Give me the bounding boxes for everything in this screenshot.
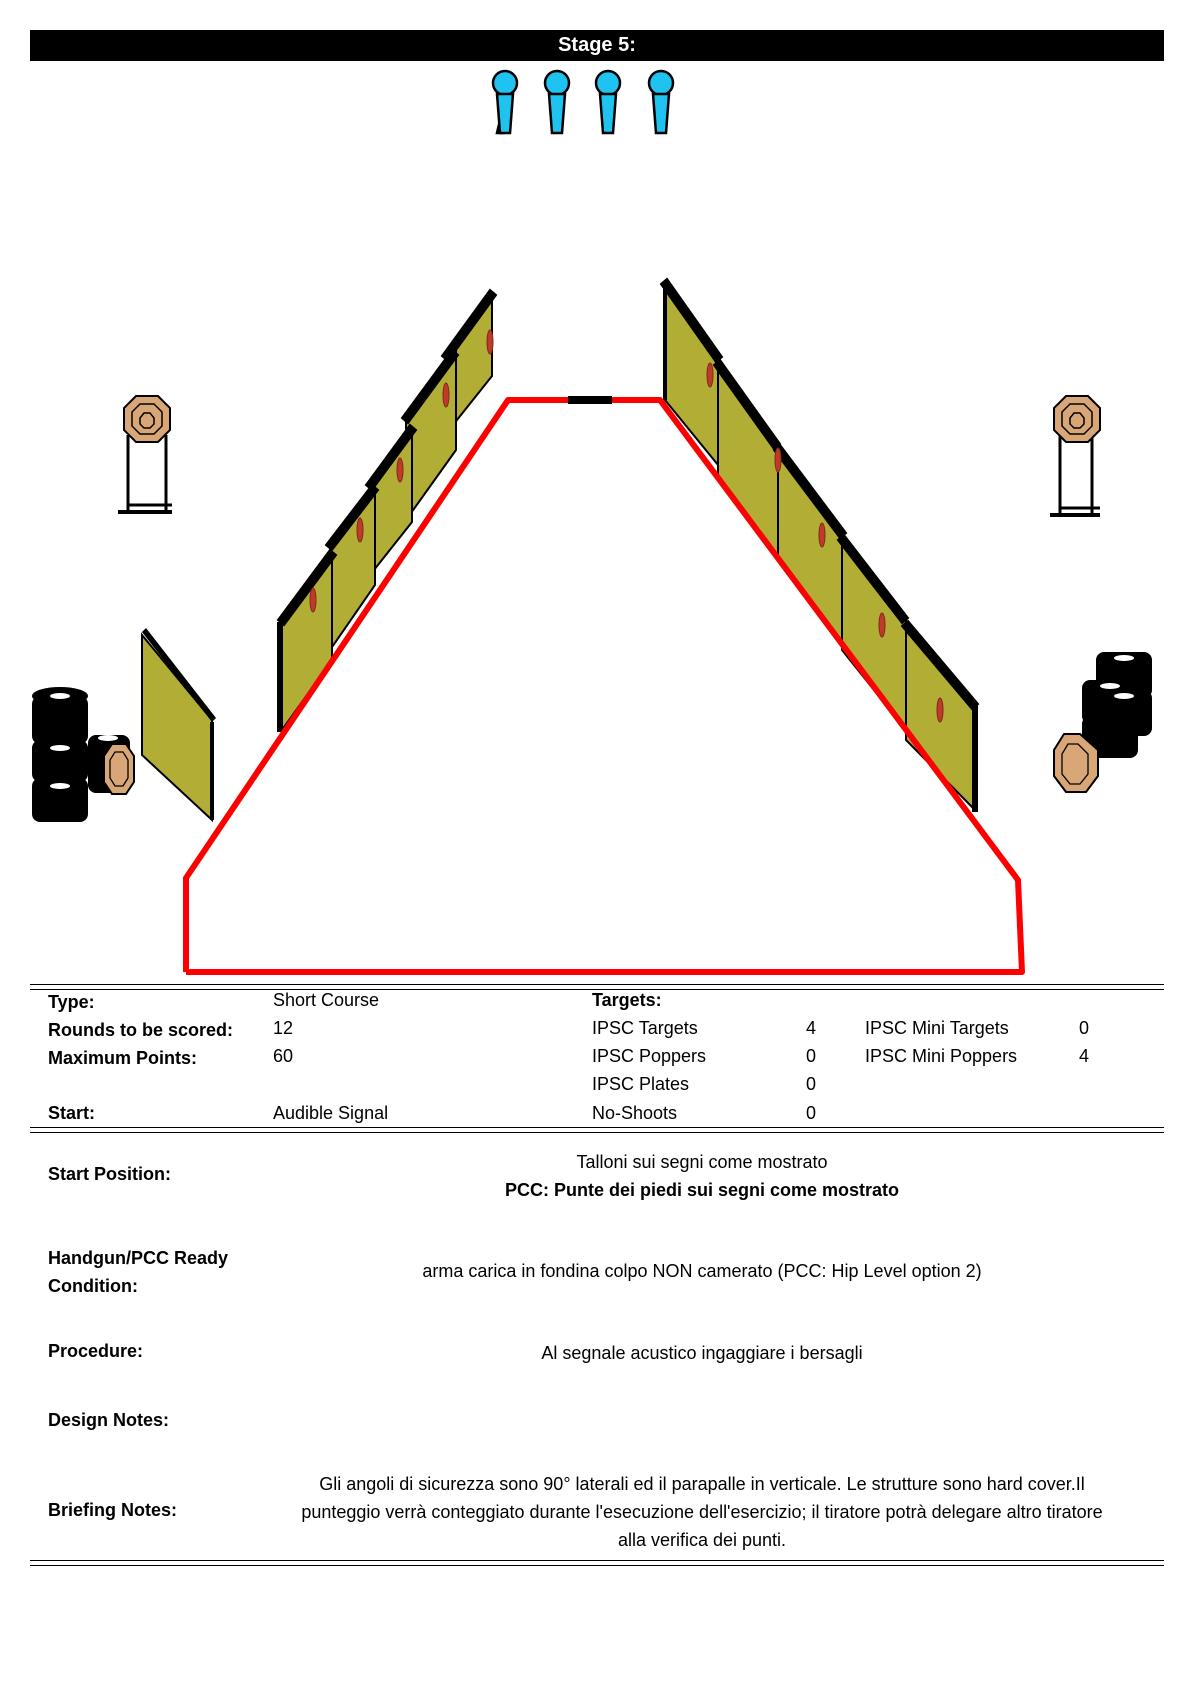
wall-left-single: [141, 628, 216, 823]
ready-condition-text: arma carica in fondina colpo NON camerat…: [422, 1261, 982, 1281]
start-label: Start:: [48, 1103, 96, 1123]
targets-poppers-value: 0: [806, 1046, 817, 1066]
wall-left-series: [276, 288, 498, 734]
briefing-notes-text: Gli angoli di sicurezza sono 90° lateral…: [301, 1474, 1103, 1550]
mini-poppers-label: IPSC Mini Poppers: [865, 1046, 1018, 1066]
targets-ipsc-label: IPSC Targets: [592, 1018, 698, 1038]
barrel-stack-right: [1082, 652, 1152, 758]
mini-popper-icon: [491, 69, 519, 135]
points-value: 60: [273, 1046, 294, 1066]
rounds-label: Rounds to be scored:: [48, 1020, 234, 1040]
stage-title: Stage 5:: [30, 30, 1164, 61]
type-value: Short Course: [273, 990, 380, 1010]
ready-condition-label: Handgun/PCC Ready Condition:: [48, 1248, 229, 1296]
briefing-notes-label: Briefing Notes:: [48, 1500, 178, 1520]
type-label: Type:: [48, 992, 95, 1012]
shooting-area-fault-line: [183, 396, 1025, 975]
rounds-value: 12: [273, 1018, 294, 1038]
stage-diagram: [32, 69, 1152, 975]
start-position-line1: Talloni sui segni come mostrato: [576, 1152, 828, 1172]
targets-noshoots-value: 0: [806, 1103, 817, 1123]
mini-popper-icon: [543, 69, 571, 135]
targets-poppers-label: IPSC Poppers: [592, 1046, 707, 1066]
start-position-line2: PCC: Punte dei piedi sui segni come most…: [504, 1180, 900, 1200]
mini-popper-icon: [647, 69, 675, 135]
mini-targets-value: 0: [1079, 1018, 1090, 1038]
target-by-barrels-right: [1053, 733, 1099, 793]
target-on-stand-left: [118, 395, 172, 514]
procedure-label: Procedure:: [48, 1341, 144, 1361]
points-label: Maximum Points:: [48, 1048, 198, 1068]
targets-ipsc-value: 4: [806, 1018, 817, 1038]
targets-plates-value: 0: [806, 1074, 817, 1094]
mini-poppers-value: 4: [1079, 1046, 1090, 1066]
wall-right-series: [659, 277, 980, 813]
mini-popper-icons: [491, 69, 675, 135]
target-behind-barrels-left: [103, 743, 135, 795]
targets-noshoots-label: No-Shoots: [592, 1103, 678, 1123]
targets-plates-label: IPSC Plates: [592, 1074, 690, 1094]
procedure-text: Al segnale acustico ingaggiare i bersagl…: [541, 1343, 863, 1363]
start-value: Audible Signal: [273, 1103, 389, 1123]
mini-targets-label: IPSC Mini Targets: [865, 1018, 1009, 1038]
design-notes-label: Design Notes:: [48, 1410, 170, 1430]
target-on-stand-right: [1050, 395, 1101, 517]
mini-popper-icon: [594, 69, 622, 135]
wall-targets: [309, 329, 944, 723]
targets-heading: Targets:: [592, 990, 662, 1010]
start-position-label: Start Position:: [48, 1164, 172, 1184]
